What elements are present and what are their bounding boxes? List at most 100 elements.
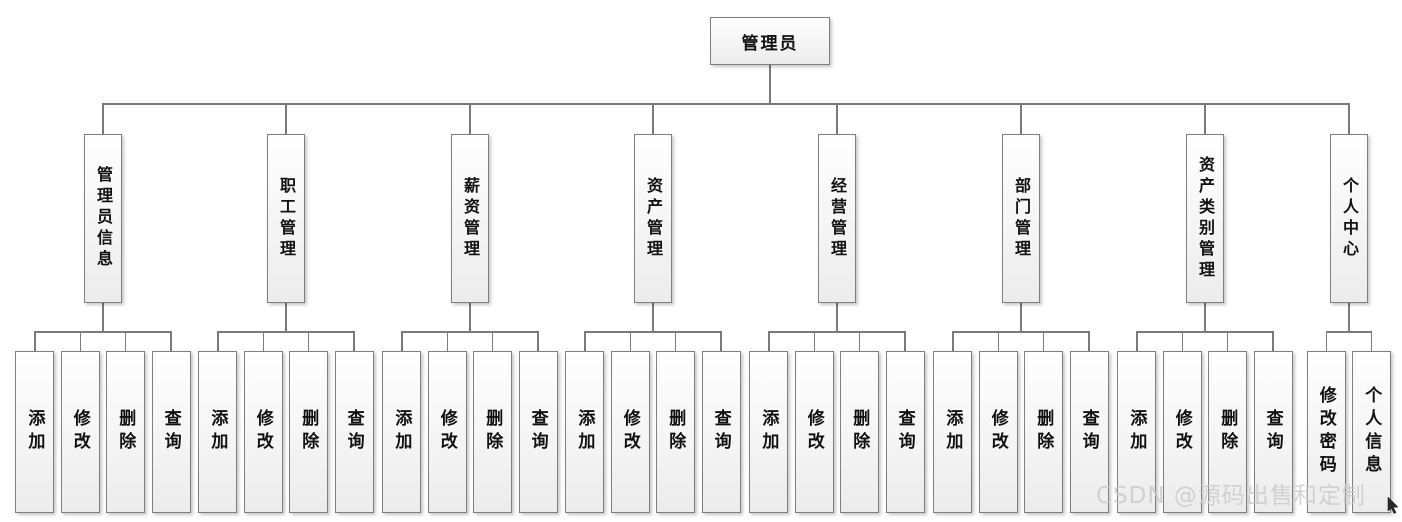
- leaf-box: 添加: [15, 351, 55, 513]
- leaf-label: 修改: [987, 409, 1008, 455]
- connector-line: [1370, 332, 1373, 351]
- leaf-label: 查询: [160, 409, 181, 455]
- leaf-box: 查询: [1069, 351, 1109, 513]
- root-label: 管理员: [741, 33, 799, 54]
- leaf-box: 修改: [427, 351, 467, 513]
- connector-line: [769, 65, 771, 104]
- connector-line: [997, 332, 1000, 351]
- connector-line: [1204, 303, 1206, 332]
- leaf-box: 查询: [151, 351, 191, 513]
- connector-line: [124, 332, 127, 351]
- leaf-box: 修改: [243, 351, 283, 513]
- leaf-box: 查询: [701, 351, 741, 513]
- connector-line: [170, 332, 172, 351]
- leaf-label: 添加: [24, 409, 45, 455]
- branch-box: 经营管理: [818, 134, 856, 303]
- leaf-box: 添加: [933, 351, 973, 513]
- connector-line: [768, 331, 906, 333]
- leaf-label: 修改密码: [1315, 386, 1336, 478]
- leaf-label: 添加: [207, 409, 228, 455]
- leaf-box: 删除: [473, 351, 513, 513]
- leaf-box: 删除: [1208, 351, 1248, 513]
- connector-line: [446, 332, 449, 351]
- leaf-label: 修改: [1171, 409, 1192, 455]
- connector-line: [102, 303, 104, 332]
- leaf-box: 修改密码: [1306, 351, 1346, 513]
- leaf-label: 删除: [849, 409, 870, 455]
- connector-line: [813, 332, 816, 351]
- connector-line: [401, 332, 403, 351]
- leaf-box: 删除: [656, 351, 696, 513]
- connector-line: [584, 331, 722, 333]
- leaf-label: 删除: [115, 409, 136, 455]
- connector-line: [1136, 332, 1138, 351]
- branch-label: 职工管理: [277, 176, 296, 261]
- leaf-box: 查询: [885, 351, 925, 513]
- connector-line: [952, 331, 1090, 333]
- leaf-box: 修改: [1162, 351, 1202, 513]
- leaf-label: 添加: [1126, 409, 1147, 455]
- connector-line: [34, 332, 36, 351]
- connector-line: [217, 332, 219, 351]
- leaf-box: 添加: [382, 351, 422, 513]
- connector-line: [469, 104, 471, 134]
- connector-line: [1088, 332, 1090, 351]
- connector-line: [720, 332, 722, 351]
- connector-line: [353, 332, 355, 351]
- leaf-label: 查询: [527, 409, 548, 455]
- connector-line: [858, 332, 861, 351]
- leaf-box: 查询: [518, 351, 558, 513]
- leaf-label: 添加: [942, 409, 963, 455]
- branch-label: 资产管理: [644, 176, 663, 261]
- branch-label: 薪资管理: [461, 176, 480, 261]
- connector-line: [1020, 303, 1022, 332]
- branch-box: 部门管理: [1002, 134, 1040, 303]
- connector-line: [1325, 331, 1373, 333]
- connector-line: [307, 332, 310, 351]
- leaf-label: 删除: [665, 409, 686, 455]
- leaf-box: 修改: [794, 351, 834, 513]
- connector-line: [1020, 104, 1022, 134]
- branch-box: 资产类别管理: [1186, 134, 1224, 303]
- leaf-box: 删除: [1024, 351, 1064, 513]
- leaf-box: 修改: [60, 351, 100, 513]
- leaf-label: 删除: [1217, 409, 1238, 455]
- branch-box: 资产管理: [634, 134, 672, 303]
- connector-line: [537, 332, 539, 351]
- leaf-box: 查询: [334, 351, 374, 513]
- connector-line: [836, 303, 838, 332]
- leaf-label: 查询: [1078, 409, 1099, 455]
- leaf-label: 修改: [436, 409, 457, 455]
- connector-line: [1272, 332, 1274, 351]
- connector-line: [491, 332, 494, 351]
- connector-line: [629, 332, 632, 351]
- connector-line: [1226, 332, 1229, 351]
- connector-line: [1042, 332, 1045, 351]
- branch-box: 管理员信息: [84, 134, 122, 303]
- leaf-box: 添加: [1117, 351, 1157, 513]
- branch-label: 经营管理: [828, 176, 847, 261]
- branch-label: 管理员信息: [94, 166, 113, 271]
- branch-box: 职工管理: [267, 134, 305, 303]
- connector-line: [1325, 332, 1328, 351]
- connector-line: [836, 104, 838, 134]
- connector-line: [1136, 331, 1274, 333]
- connector-line: [102, 103, 1350, 105]
- leaf-box: 查询: [1253, 351, 1293, 513]
- leaf-box: 删除: [289, 351, 329, 513]
- branch-box: 薪资管理: [451, 134, 489, 303]
- branch-label: 资产类别管理: [1196, 155, 1215, 282]
- connector-line: [401, 331, 539, 333]
- leaf-label: 查询: [710, 409, 731, 455]
- leaf-label: 添加: [574, 409, 595, 455]
- connector-line: [1181, 332, 1184, 351]
- leaf-label: 删除: [482, 409, 503, 455]
- leaf-label: 查询: [1262, 409, 1283, 455]
- leaf-box: 修改: [610, 351, 650, 513]
- connector-line: [262, 332, 265, 351]
- connector-line: [768, 332, 770, 351]
- watermark: CSDN @源码出售和定制: [1096, 483, 1366, 509]
- connector-line: [79, 332, 82, 351]
- leaf-box: 添加: [565, 351, 605, 513]
